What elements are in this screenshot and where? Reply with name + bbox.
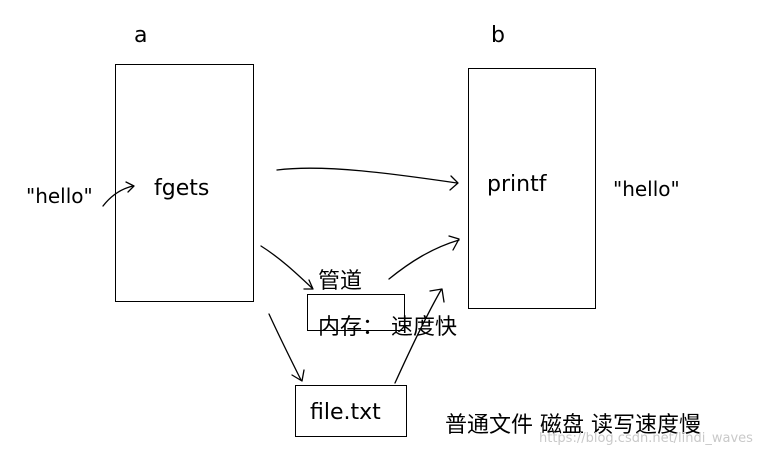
arrow-hello-to-fgets-head bbox=[125, 181, 135, 193]
pipe-label: 管道 bbox=[318, 269, 363, 294]
printf-label: printf bbox=[487, 172, 547, 197]
process-a-label: a bbox=[134, 23, 148, 48]
disk-speed-note: 普通文件 磁盘 读写速度慢 bbox=[445, 413, 701, 438]
process-b-box bbox=[468, 68, 596, 309]
arrow-fgets-to-file-head bbox=[291, 369, 305, 382]
arrow-pipe-to-printf bbox=[388, 239, 460, 280]
hello-output-label: "hello" bbox=[613, 177, 680, 201]
pipe-box bbox=[307, 294, 405, 331]
arrow-fgets-to-pipe-head bbox=[303, 279, 314, 290]
arrow-fgets-to-printf bbox=[276, 167, 458, 184]
arrow-fgets-to-pipe bbox=[260, 245, 313, 289]
arrow-hello-to-fgets bbox=[102, 185, 134, 207]
process-b-label: b bbox=[491, 23, 505, 48]
arrow-file-to-printf bbox=[394, 289, 442, 384]
arrow-fgets-to-file bbox=[268, 313, 302, 381]
watermark: https://blog.csdn.net/lindi_waves bbox=[539, 431, 753, 446]
arrow-pipe-to-printf-head bbox=[448, 235, 460, 251]
arrow-fgets-to-printf-head bbox=[449, 175, 459, 191]
process-a-box bbox=[115, 64, 254, 302]
file-box bbox=[295, 385, 407, 437]
memory-speed-label: 内存： 速度快 bbox=[318, 315, 457, 340]
hello-input-label: "hello" bbox=[26, 184, 93, 208]
fgets-label: fgets bbox=[154, 176, 210, 201]
arrow-file-to-printf-head bbox=[429, 288, 445, 303]
file-label: file.txt bbox=[310, 400, 381, 425]
